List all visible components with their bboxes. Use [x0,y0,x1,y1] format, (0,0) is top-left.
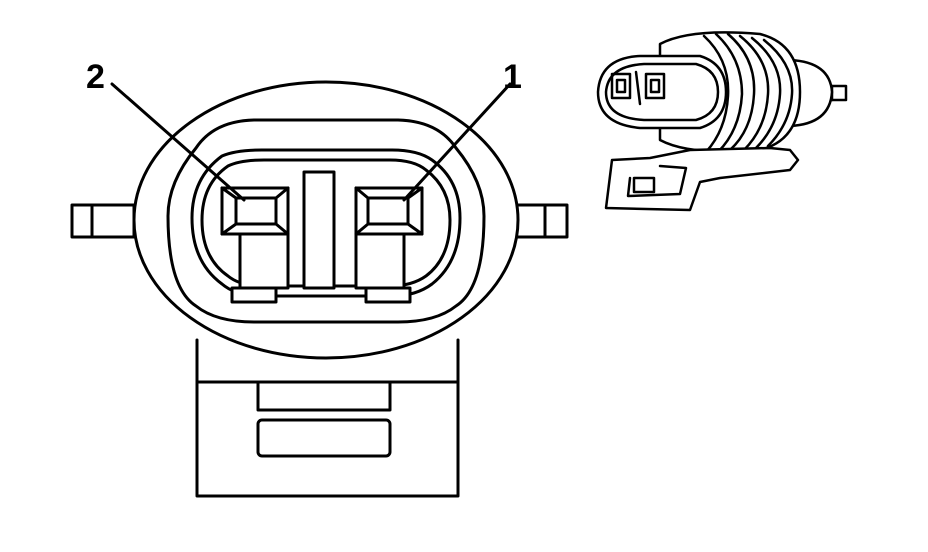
connector-side-view [596,31,848,212]
pin-1-leader-line [402,82,512,202]
terminal-2 [220,186,290,304]
terminal-1-foot [364,286,412,304]
pin-2-leader-line [110,82,246,202]
terminal-cavity [190,148,462,298]
latch-tab-lower [256,418,392,458]
connector-face-view [70,80,569,498]
terminal-1 [354,186,424,304]
terminal-2-socket-inner [234,196,278,226]
terminal-cavity-inner [200,158,452,288]
latch-tab-upper [256,380,392,412]
left-side-post [70,203,136,239]
latch-housing [195,338,460,498]
front-face-inner [604,62,720,122]
pin-1-label: 1 [503,58,522,96]
terminal-2-body [238,230,290,290]
terminal-1-body [354,230,406,290]
side-view-socket-2 [610,72,632,100]
rear-boot [788,58,834,128]
side-view-socket-1 [644,72,666,100]
terminal-2-foot [230,286,278,304]
center-key [302,170,336,290]
pin-2-label: 2 [86,58,105,96]
terminal-1-socket-inner [366,196,410,226]
